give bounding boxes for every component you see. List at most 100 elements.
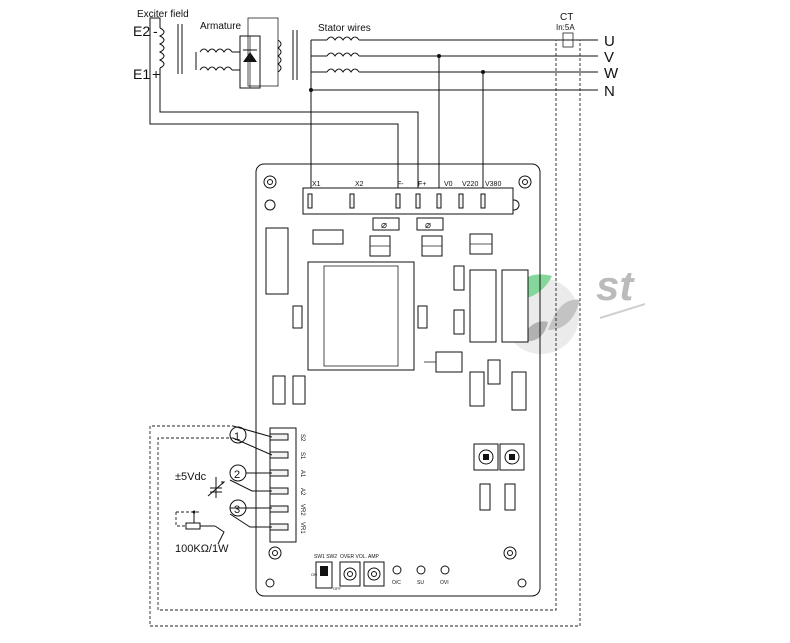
terminal-fminus: F- bbox=[397, 181, 404, 188]
led-oc-label: O/C bbox=[392, 580, 401, 586]
callout-3-num: 3 bbox=[234, 504, 240, 516]
stator-coil-u bbox=[326, 36, 360, 41]
armature-label: Armature bbox=[200, 21, 242, 32]
transformer-core bbox=[323, 265, 399, 367]
overvol-knob[interactable] bbox=[343, 567, 357, 581]
rotor-frame bbox=[247, 17, 279, 87]
screw-6 bbox=[458, 193, 464, 209]
side-label-s1: S1 bbox=[299, 452, 305, 460]
screw-1 bbox=[307, 193, 313, 209]
overvol-knob-frame bbox=[339, 561, 361, 587]
e1-plus: + bbox=[152, 66, 160, 82]
resistor-100k bbox=[185, 522, 201, 530]
ct-wire-s1 bbox=[149, 39, 581, 627]
terminal-x2: X2 bbox=[355, 181, 364, 188]
slot-a2 bbox=[269, 487, 289, 495]
avr-board bbox=[255, 163, 541, 597]
fuse-2 bbox=[416, 217, 444, 231]
diode-d1 bbox=[487, 359, 501, 385]
capacitor-c1 bbox=[469, 269, 497, 343]
resistor-r6 bbox=[504, 483, 516, 511]
fuse-1-icon: ⌀ bbox=[381, 220, 387, 231]
screw-3 bbox=[395, 193, 401, 209]
amp-knob[interactable] bbox=[367, 567, 381, 581]
e2-minus: - bbox=[153, 23, 158, 39]
resistor-100k-node bbox=[192, 510, 196, 514]
switch-on: ON bbox=[311, 572, 317, 577]
ct-label: CT bbox=[560, 12, 573, 23]
mount-hole-bl bbox=[268, 546, 282, 560]
slot-s1 bbox=[269, 451, 289, 459]
pot-2-knob bbox=[504, 449, 520, 465]
wire-e2-to-fminus bbox=[149, 17, 399, 200]
transformer-tab-right bbox=[417, 305, 428, 329]
side-label-vr1: VR1 bbox=[299, 522, 305, 534]
terminal-v0: V0 bbox=[444, 181, 453, 188]
side-label-a2: A2 bbox=[299, 488, 305, 496]
pot-1-slot bbox=[483, 454, 489, 460]
screw-4 bbox=[415, 193, 421, 209]
regulator-ic bbox=[435, 351, 463, 373]
knob-overvol-label: OVER VOL. bbox=[340, 554, 367, 560]
resistor-top-1 bbox=[312, 229, 344, 245]
logo-underline bbox=[599, 303, 646, 319]
terminal-x1: X1 bbox=[312, 181, 321, 188]
mount-hole-tr-inner bbox=[522, 179, 528, 185]
terminal-v380: V380 bbox=[485, 181, 501, 188]
overvol-knob-center bbox=[347, 571, 353, 577]
callout-3 bbox=[229, 499, 247, 517]
pot-2-slot bbox=[509, 454, 515, 460]
callout-2-leader-b bbox=[229, 479, 272, 492]
amp-knob-frame bbox=[363, 561, 385, 587]
side-terminal-slots bbox=[269, 433, 289, 531]
capacitor-c3 bbox=[469, 371, 485, 407]
side-terminal-block bbox=[269, 427, 297, 543]
mount-hole-tl bbox=[263, 175, 277, 189]
resistor-r4 bbox=[292, 375, 306, 405]
resistor-r5 bbox=[479, 483, 491, 511]
callout-3-pointer bbox=[214, 525, 225, 545]
led-oc bbox=[392, 565, 402, 575]
fuse-2-icon: ⌀ bbox=[425, 220, 431, 231]
rotor-coil bbox=[277, 39, 282, 73]
stator-coil-v bbox=[326, 52, 360, 57]
dc-source-icon bbox=[210, 477, 222, 498]
resistor-r2 bbox=[453, 309, 465, 335]
capacitor-c2 bbox=[501, 269, 529, 343]
e1-label: E1 bbox=[133, 66, 150, 82]
side-terminal-labels: S2 S1 A1 A2 VR2 VR1 bbox=[299, 434, 305, 534]
callout-1-leader-b bbox=[232, 437, 273, 456]
armature-coil-1 bbox=[199, 48, 233, 53]
led-su-label: SU bbox=[417, 580, 424, 586]
ct-rating: In:5A bbox=[556, 23, 575, 32]
terminal-fplus: F+ bbox=[418, 181, 426, 188]
terminal-v220: V220 bbox=[462, 181, 478, 188]
wire-e1-to-fplus bbox=[159, 74, 419, 200]
dc-source-arrowhead bbox=[221, 481, 226, 485]
slot-vr2 bbox=[269, 505, 289, 513]
mount-hole-tr bbox=[518, 175, 532, 189]
phase-v: V bbox=[604, 49, 614, 66]
mount-hole-tl-inner bbox=[267, 179, 273, 185]
transformer-tab-left bbox=[292, 305, 303, 329]
callout-3-text: 100KΩ/1W bbox=[175, 543, 229, 555]
phase-n: N bbox=[604, 83, 615, 100]
side-label-s2: S2 bbox=[299, 434, 305, 442]
callout-1-leader-a bbox=[232, 425, 273, 438]
slot-vr1 bbox=[269, 523, 289, 531]
callout-1-num: 1 bbox=[234, 431, 240, 443]
armature-coil-2 bbox=[199, 66, 233, 71]
knob-amp-label: AMP bbox=[368, 554, 380, 560]
resistor-r3 bbox=[272, 375, 286, 405]
callout-3-leader-b bbox=[229, 513, 272, 528]
switch-off: OFF bbox=[333, 586, 342, 591]
led-ovi-label: OVI bbox=[440, 580, 449, 586]
junction-n bbox=[309, 88, 313, 92]
callout-1 bbox=[229, 426, 247, 444]
led-su bbox=[416, 565, 426, 575]
callout-2-num: 2 bbox=[234, 469, 240, 481]
dc-source-arrow bbox=[207, 481, 225, 497]
screw-7 bbox=[480, 193, 486, 209]
exciter-field-label: Exciter field bbox=[137, 9, 189, 20]
